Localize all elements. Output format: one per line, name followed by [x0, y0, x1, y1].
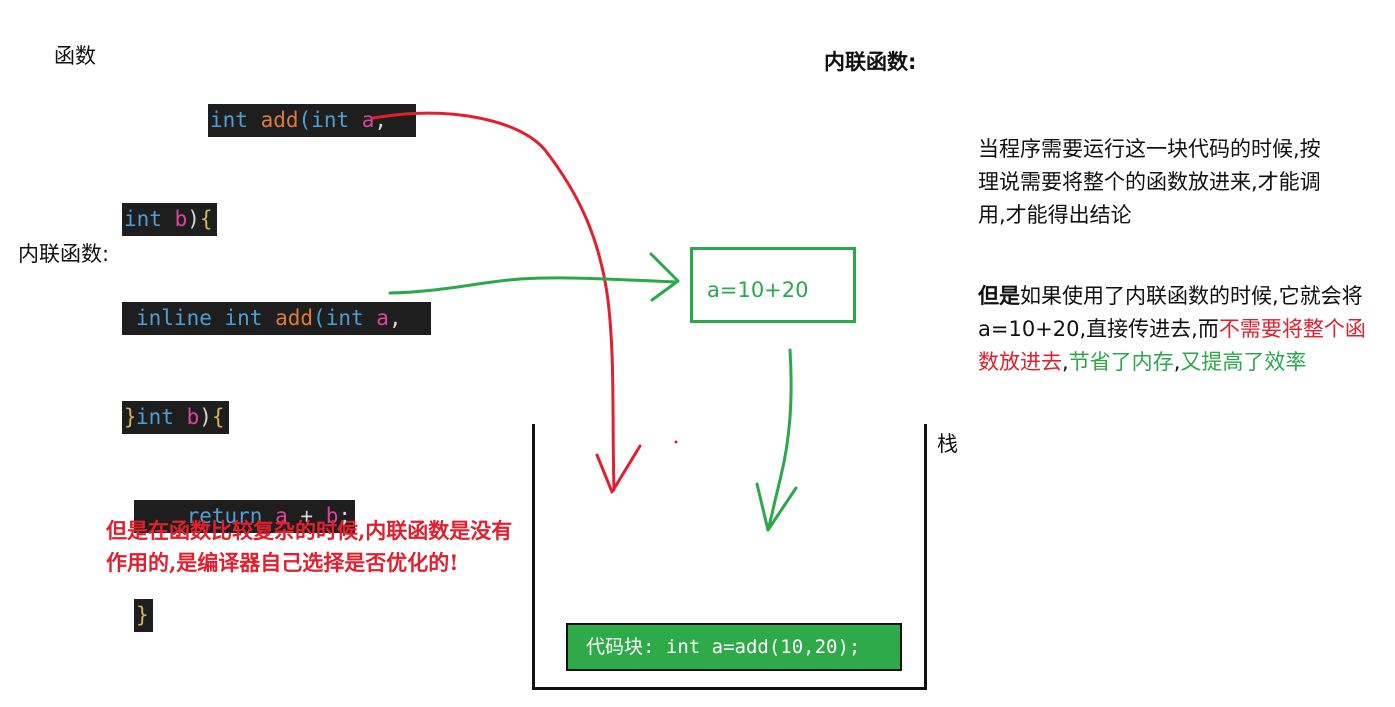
- inline-function-label: 内联函数:: [18, 242, 110, 266]
- code-token: ): [187, 207, 200, 231]
- code-token: {: [211, 405, 225, 429]
- code-token: ,: [374, 108, 388, 132]
- code-line-4: }: [134, 599, 153, 632]
- stack-left-wall: [532, 424, 535, 690]
- code-token: ,: [388, 306, 402, 330]
- code-token: {: [199, 207, 213, 231]
- code-token: inline: [136, 306, 212, 330]
- code-line-1: inline int add(int a,: [134, 302, 431, 335]
- function-label: 函数: [54, 44, 96, 68]
- red-text: 不需要将整个函数放进去: [978, 317, 1366, 374]
- green-text: 节省了内存: [1068, 350, 1174, 374]
- code-token: ): [199, 405, 212, 429]
- code-token: ;: [338, 504, 352, 528]
- code-token: a: [275, 504, 288, 528]
- code-token: add: [260, 108, 299, 132]
- code-line-3: return a + b;: [134, 500, 356, 533]
- green-arrow-path-1: [388, 276, 678, 295]
- normal-text: 如果使用了内联函数的时候,它就会将a=10+20,直接传进去,而: [978, 284, 1363, 341]
- code-line-2: int b){: [134, 401, 229, 434]
- code-token: a: [376, 306, 389, 330]
- code-line-1: int add(int a,: [208, 104, 417, 137]
- inline-function-code-block: inline int add(int a, int b){ return a +…: [134, 236, 431, 665]
- stack-bottom-wall: [532, 687, 927, 690]
- complex-function-note: 但是在函数比较复杂的时候,内联函数是没有作用的,是编译器自己选择是否优化的!: [106, 518, 513, 575]
- expanded-code-box: a=10+20: [690, 247, 856, 323]
- red-dot: [674, 440, 678, 444]
- comma-text: ,: [1062, 350, 1069, 374]
- code-token: add: [275, 306, 314, 330]
- code-token: return: [186, 504, 263, 528]
- green-arrow-head-1: [649, 252, 680, 302]
- panel-title: 内联函数:: [824, 50, 917, 74]
- code-token: }: [124, 405, 137, 429]
- code-token: b: [325, 504, 339, 528]
- code-line-2: int b){: [122, 203, 217, 236]
- code-token: +: [300, 504, 314, 528]
- code-token: b: [186, 405, 200, 429]
- stack-right-wall: [924, 424, 927, 690]
- stack-code-block: 代码块: int a=add(10,20);: [566, 623, 902, 671]
- expanded-code-text: a=10+20: [707, 278, 809, 302]
- code-token: int: [124, 207, 162, 231]
- code-token: (int: [298, 108, 350, 132]
- code-token: int: [224, 306, 263, 330]
- green-arrow-head-2: [755, 482, 798, 532]
- stack-label: 栈: [937, 432, 958, 456]
- red-arrow-path: [371, 111, 616, 492]
- code-token: int: [136, 405, 174, 429]
- code-token: }: [136, 603, 149, 627]
- explanation-paragraph-1: 当程序需要运行这一块代码的时候,按理说需要将整个的函数放进来,才能调用,才能得出…: [978, 137, 1321, 227]
- code-token: a: [361, 108, 375, 132]
- code-token: b: [174, 207, 188, 231]
- red-arrow-head: [595, 444, 642, 494]
- code-token: int: [210, 108, 248, 132]
- comma-text: ,: [1173, 350, 1181, 374]
- explanation-paragraph-2: 但是如果使用了内联函数的时候,它就会将a=10+20,直接传进去,而不需要将整个…: [978, 280, 1368, 379]
- green-text: 又提高了效率: [1180, 350, 1307, 374]
- code-token: (int: [313, 306, 364, 330]
- emphasis-text: 但是: [978, 284, 1020, 308]
- green-arrow-path-2: [766, 348, 793, 532]
